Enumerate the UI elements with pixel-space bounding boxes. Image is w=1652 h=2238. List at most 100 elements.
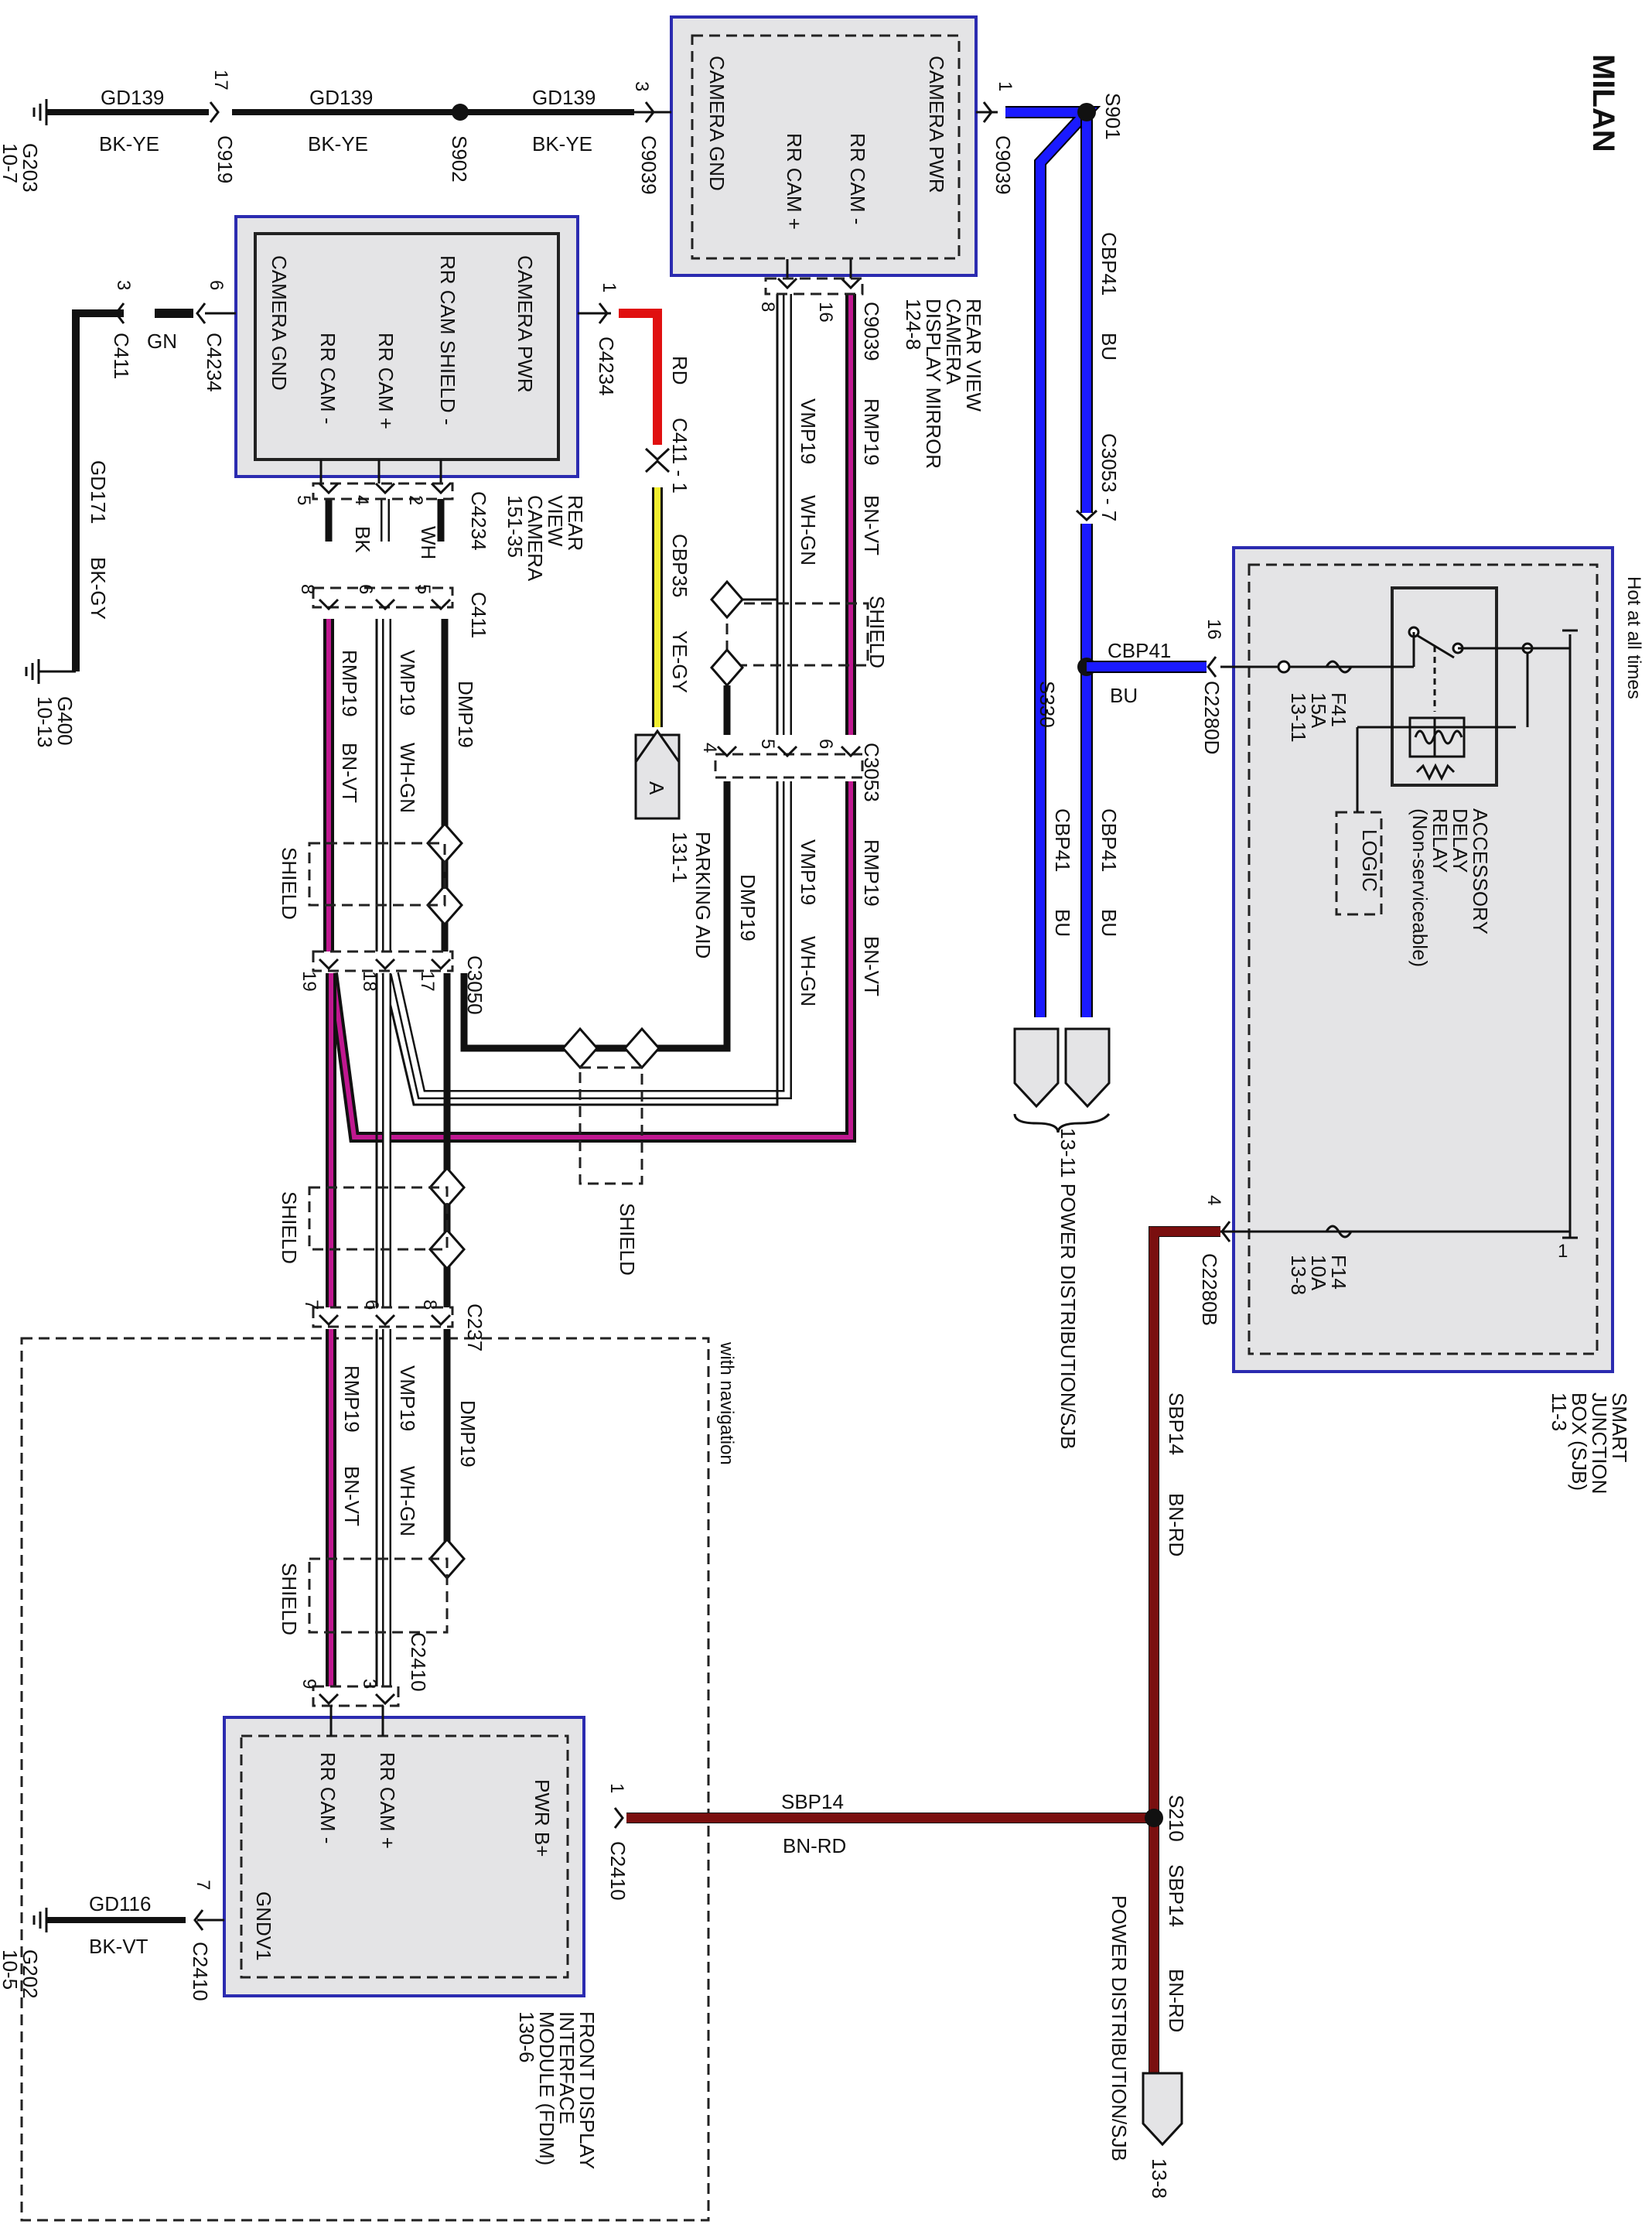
bnvt-label-m1: BN-VT (860, 495, 883, 555)
relay-box (1391, 586, 1498, 787)
sjb-module[interactable]: LOGIC 1 (1220, 546, 1614, 1373)
camera-name: REAR VIEW CAMERA 151-35 (503, 495, 587, 582)
rmp19-label-m2: RMP19 (860, 839, 883, 907)
c237-pin-7: 7 (301, 1300, 322, 1310)
c2280b-label: C2280B (1198, 1253, 1221, 1326)
c4234-label-pwr: C4234 (595, 337, 618, 396)
svg-text:DISPLAY MIRROR: DISPLAY MIRROR (922, 299, 945, 469)
mirror-pin-camera-gnd: CAMERA GND (705, 56, 729, 191)
dmp19-label-c: DMP19 (454, 681, 477, 748)
hot-at-all-times-note: Hot at all times (1623, 576, 1644, 699)
logic-label: LOGIC (1358, 829, 1381, 892)
yegy-label: YE-GY (668, 630, 691, 693)
dmp19-label-f: DMP19 (456, 1400, 480, 1468)
s210-label: S210 (1165, 1795, 1188, 1842)
camera-pin-shield: RR CAM SHIELD - (436, 255, 459, 425)
g202-label: G202 10-5 (0, 1949, 42, 1999)
wh-label: WH (417, 526, 440, 559)
bnrd-label-h: BN-RD (783, 1834, 846, 1857)
c3050-pin-17: 17 (417, 971, 438, 992)
c3053-7-label: C3053 - 7 (1097, 433, 1121, 521)
svg-text:10-5: 10-5 (0, 1949, 22, 1990)
svg-text:INTERFACE: INTERFACE (555, 2011, 579, 2124)
whgn-label-c: WH-GN (396, 743, 419, 813)
shield-label-4: SHIELD (278, 1191, 301, 1264)
svg-text:VIEW: VIEW (544, 495, 567, 547)
sjb-name: SMART JUNCTION BOX (SJB) 11-3 (1548, 1392, 1631, 1494)
g202-ground-icon (32, 1908, 48, 1932)
bkye-label-2: BK-YE (308, 132, 368, 155)
c2280d-pin: 16 (1203, 619, 1224, 640)
svg-text:ACCESSORY: ACCESSORY (1469, 808, 1492, 934)
camera-power-wire (578, 309, 671, 727)
gd116-label: GD116 (89, 1892, 151, 1915)
sbp14-label-1: SBP14 (1165, 1392, 1188, 1455)
bnvt-label-c: BN-VT (338, 743, 361, 803)
c237-to-c2410-wires (326, 1329, 451, 1686)
svg-text:RELAY: RELAY (1428, 808, 1452, 873)
camera-module[interactable]: CAMERA PWR RR CAM SHIELD - RR CAM + RR C… (234, 215, 579, 478)
g400-label: G400 10-13 (33, 696, 77, 748)
gd171-label: GD171 (87, 460, 110, 524)
svg-text:JUNCTION: JUNCTION (1588, 1392, 1611, 1494)
c9039-connector-icon (644, 101, 655, 123)
svg-text:PARKING AID: PARKING AID (691, 832, 715, 958)
c2410-gnd-pin: 7 (193, 1880, 213, 1890)
c919-connector-icon (209, 101, 220, 123)
c2410-label-gnd: C2410 (189, 1942, 212, 2001)
camera-video-wires (319, 460, 445, 542)
fdim-pin-rr-cam-pos: RR CAM + (376, 1752, 399, 1849)
svg-text:130-6: 130-6 (515, 2011, 538, 2063)
fdim-pin-rr-cam-neg: RR CAM - (316, 1752, 340, 1843)
shield-label-1: SHIELD (865, 596, 889, 668)
svg-text:F14: F14 (1327, 1255, 1350, 1290)
c2410-label-pwr: C2410 (606, 1841, 630, 1901)
gd139-label-2: GD139 (309, 86, 373, 109)
c9039-label-pwr: C9039 (992, 135, 1015, 195)
c2410-label-video: C2410 (407, 1632, 430, 1692)
c411-pin-5: 5 (413, 584, 434, 594)
c4234-label-gnd: C4234 (203, 333, 226, 392)
shield-label-5: SHIELD (278, 1563, 301, 1635)
c2280d-label: C2280D (1200, 681, 1224, 754)
mirror-module[interactable]: CAMERA PWR RR CAM - RR CAM + CAMERA GND (670, 15, 978, 277)
dmp19-label-m: DMP19 (736, 874, 759, 941)
fdim-module[interactable]: PWR B+ RR CAM + RR CAM - GNDV1 (223, 1716, 585, 1997)
diagram-title: MILAN (1586, 54, 1620, 152)
bkgy-label: BK-GY (87, 557, 110, 620)
c411-pin-8: 8 (297, 584, 318, 594)
whgn-label-m1: WH-GN (797, 495, 820, 565)
sbp14-wire (626, 1226, 1220, 2073)
svg-text:G202: G202 (19, 1949, 42, 1999)
svg-text:10A: 10A (1307, 1255, 1330, 1291)
c3050-pin-19: 19 (299, 971, 319, 992)
sbp14-label-2: SBP14 (1165, 1864, 1188, 1927)
svg-text:SMART: SMART (1608, 1392, 1631, 1463)
c3053-pin-4: 4 (699, 743, 720, 753)
logic-box (1335, 811, 1383, 916)
with-navigation-note: with navigation (716, 1341, 737, 1465)
s902-label: S902 (448, 135, 471, 183)
power-dist-arrow-2 (1064, 1027, 1111, 1109)
rmp19-label-m1: RMP19 (860, 398, 883, 466)
c2280b-pin: 4 (1203, 1195, 1224, 1205)
camera-pin-camera-gnd: CAMERA GND (268, 255, 291, 391)
svg-text:13-11: 13-11 (1287, 692, 1310, 743)
c2410-pin-3: 3 (359, 1679, 380, 1689)
cbp35-label: CBP35 (668, 534, 691, 597)
c411-1-label: C411 - 1 (668, 418, 691, 494)
c237-label: C237 (463, 1304, 486, 1351)
camera-pin-rr-cam-neg: RR CAM - (316, 333, 340, 424)
gd116-wire (46, 1909, 224, 1931)
svg-text:13-8: 13-8 (1287, 1255, 1310, 1295)
c3053-label: C3053 (860, 743, 883, 802)
bu-label-3: BU (1051, 909, 1074, 937)
c3050-label: C3050 (463, 955, 486, 1015)
with-navigation-box (20, 1337, 710, 2222)
shield-label-2: SHIELD (616, 1203, 639, 1276)
svg-text:151-35: 151-35 (503, 495, 527, 558)
bkye-label-3: BK-YE (532, 132, 592, 155)
shield-label-3: SHIELD (278, 847, 301, 920)
